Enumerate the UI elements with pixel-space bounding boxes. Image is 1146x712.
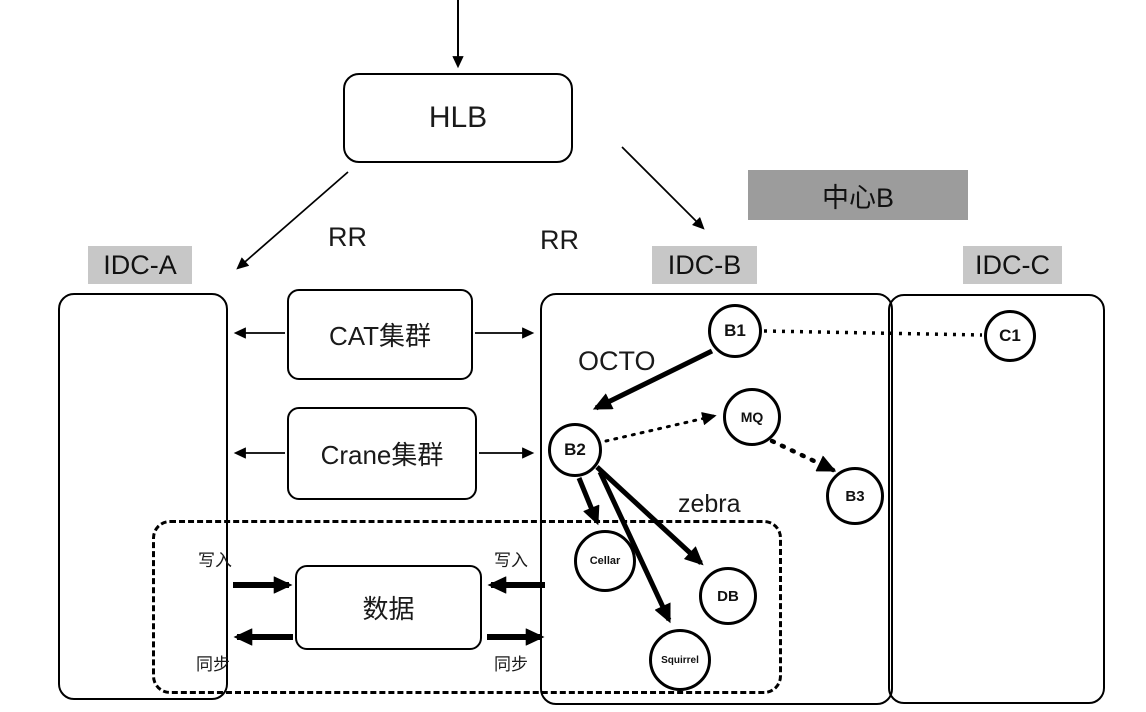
idc-b-label: IDC-B [652,246,757,284]
arrow-b2-to-mq-dotted [604,416,714,443]
line-b1-to-c1-dotted [763,329,983,337]
idc-b-container [540,293,893,705]
octo-label: OCTO [578,346,656,376]
rr-left-label: RR [328,222,367,252]
data-sync-region [152,520,782,694]
arrow-b2-to-cellar [576,477,597,522]
center-b-banner: 中心B [748,170,968,220]
node-squirrel: Squirrel [649,629,711,691]
node-b1: B1 [708,304,762,358]
sync-right-label: 同步 [494,655,528,674]
node-b3: B3 [826,467,884,525]
idc-c-label: IDC-C [963,246,1062,284]
arrow-mq-to-b3-dotted [769,438,833,473]
crane-cluster-label: Crane集群 [320,440,444,470]
hlb-label: HLB [428,101,488,134]
arrow-hlb-to-idc-b [621,146,703,228]
node-db: DB [699,567,757,625]
sync-left-label: 同步 [196,655,230,674]
rr-right-label: RR [540,225,579,255]
arrow-b1-to-b2-octo [596,348,714,411]
arrow-hlb-to-idc-a [238,171,349,268]
arrow-b2-to-squirrel [597,470,672,620]
idc-a-container [58,293,228,700]
node-c1: C1 [984,310,1036,362]
center-b-label: 中心B [821,182,894,213]
hlb-box: HLB [343,73,573,163]
node-cellar: Cellar [574,530,636,592]
arrow-b2-to-db-zebra [595,465,701,563]
data-label: 数据 [362,594,415,624]
write-right-label: 写入 [494,551,528,570]
node-mq: MQ [723,388,781,446]
node-b2: B2 [548,423,602,477]
zebra-label: zebra [678,490,741,518]
crane-cluster-box: Crane集群 [287,407,477,500]
write-left-label: 写入 [198,551,232,570]
idc-a-label: IDC-A [88,246,192,284]
data-box: 数据 [295,565,482,650]
idc-c-container [888,294,1105,704]
cat-cluster-box: CAT集群 [287,289,473,380]
cat-cluster-label: CAT集群 [328,321,432,351]
